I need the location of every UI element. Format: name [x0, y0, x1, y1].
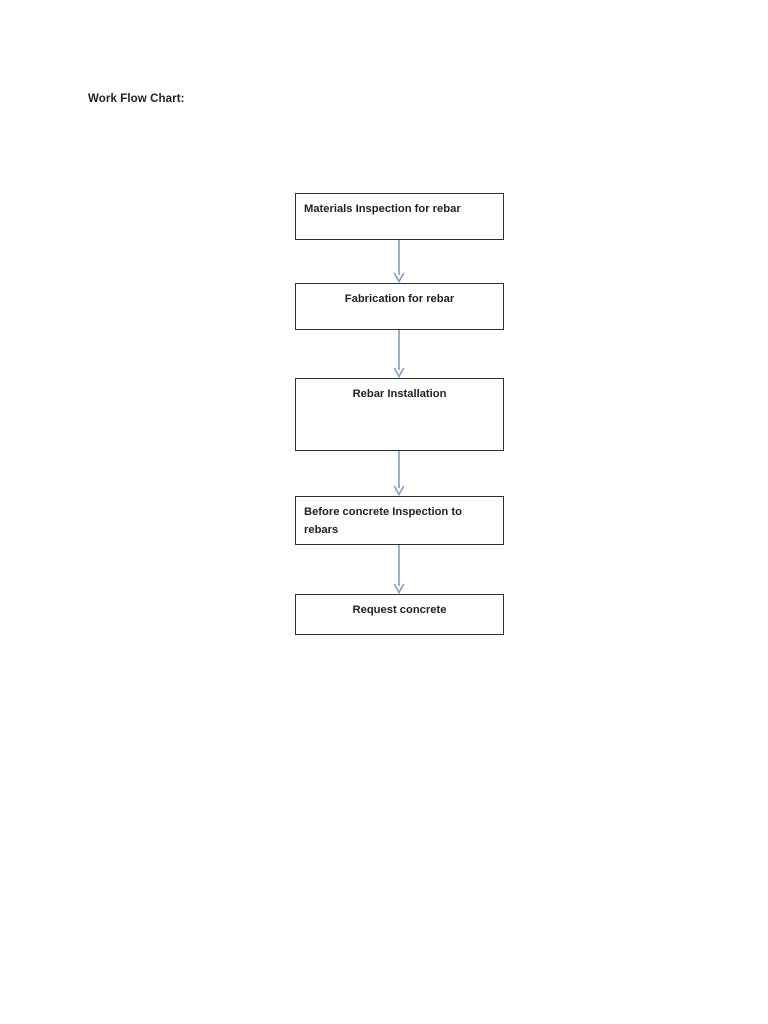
flowchart-node-label: Before concrete Inspection to rebars [304, 506, 462, 537]
flowchart-node-before-concrete-inspection[interactable]: Before concrete Inspection to rebars [295, 496, 504, 545]
page-title: Work Flow Chart: [88, 93, 185, 105]
flowchart-node-request-concrete[interactable]: Request concrete [295, 594, 504, 635]
flowchart-node-label: Request concrete [352, 604, 447, 616]
flow-connector-arrow-4 [392, 545, 406, 595]
flowchart-node-label: Fabrication for rebar [344, 293, 455, 305]
flowchart-node-label: Rebar Installation [352, 388, 447, 400]
flow-connector-arrow-3 [392, 451, 406, 497]
flowchart-node-fabrication[interactable]: Fabrication for rebar [295, 283, 504, 330]
flowchart-node-materials-inspection[interactable]: Materials Inspection for rebar [295, 193, 504, 240]
flow-connector-arrow-2 [392, 330, 406, 379]
flowchart-node-rebar-installation[interactable]: Rebar Installation [295, 378, 504, 451]
flowchart-node-label: Materials Inspection for rebar [304, 203, 461, 215]
flow-connector-arrow-1 [392, 240, 406, 284]
